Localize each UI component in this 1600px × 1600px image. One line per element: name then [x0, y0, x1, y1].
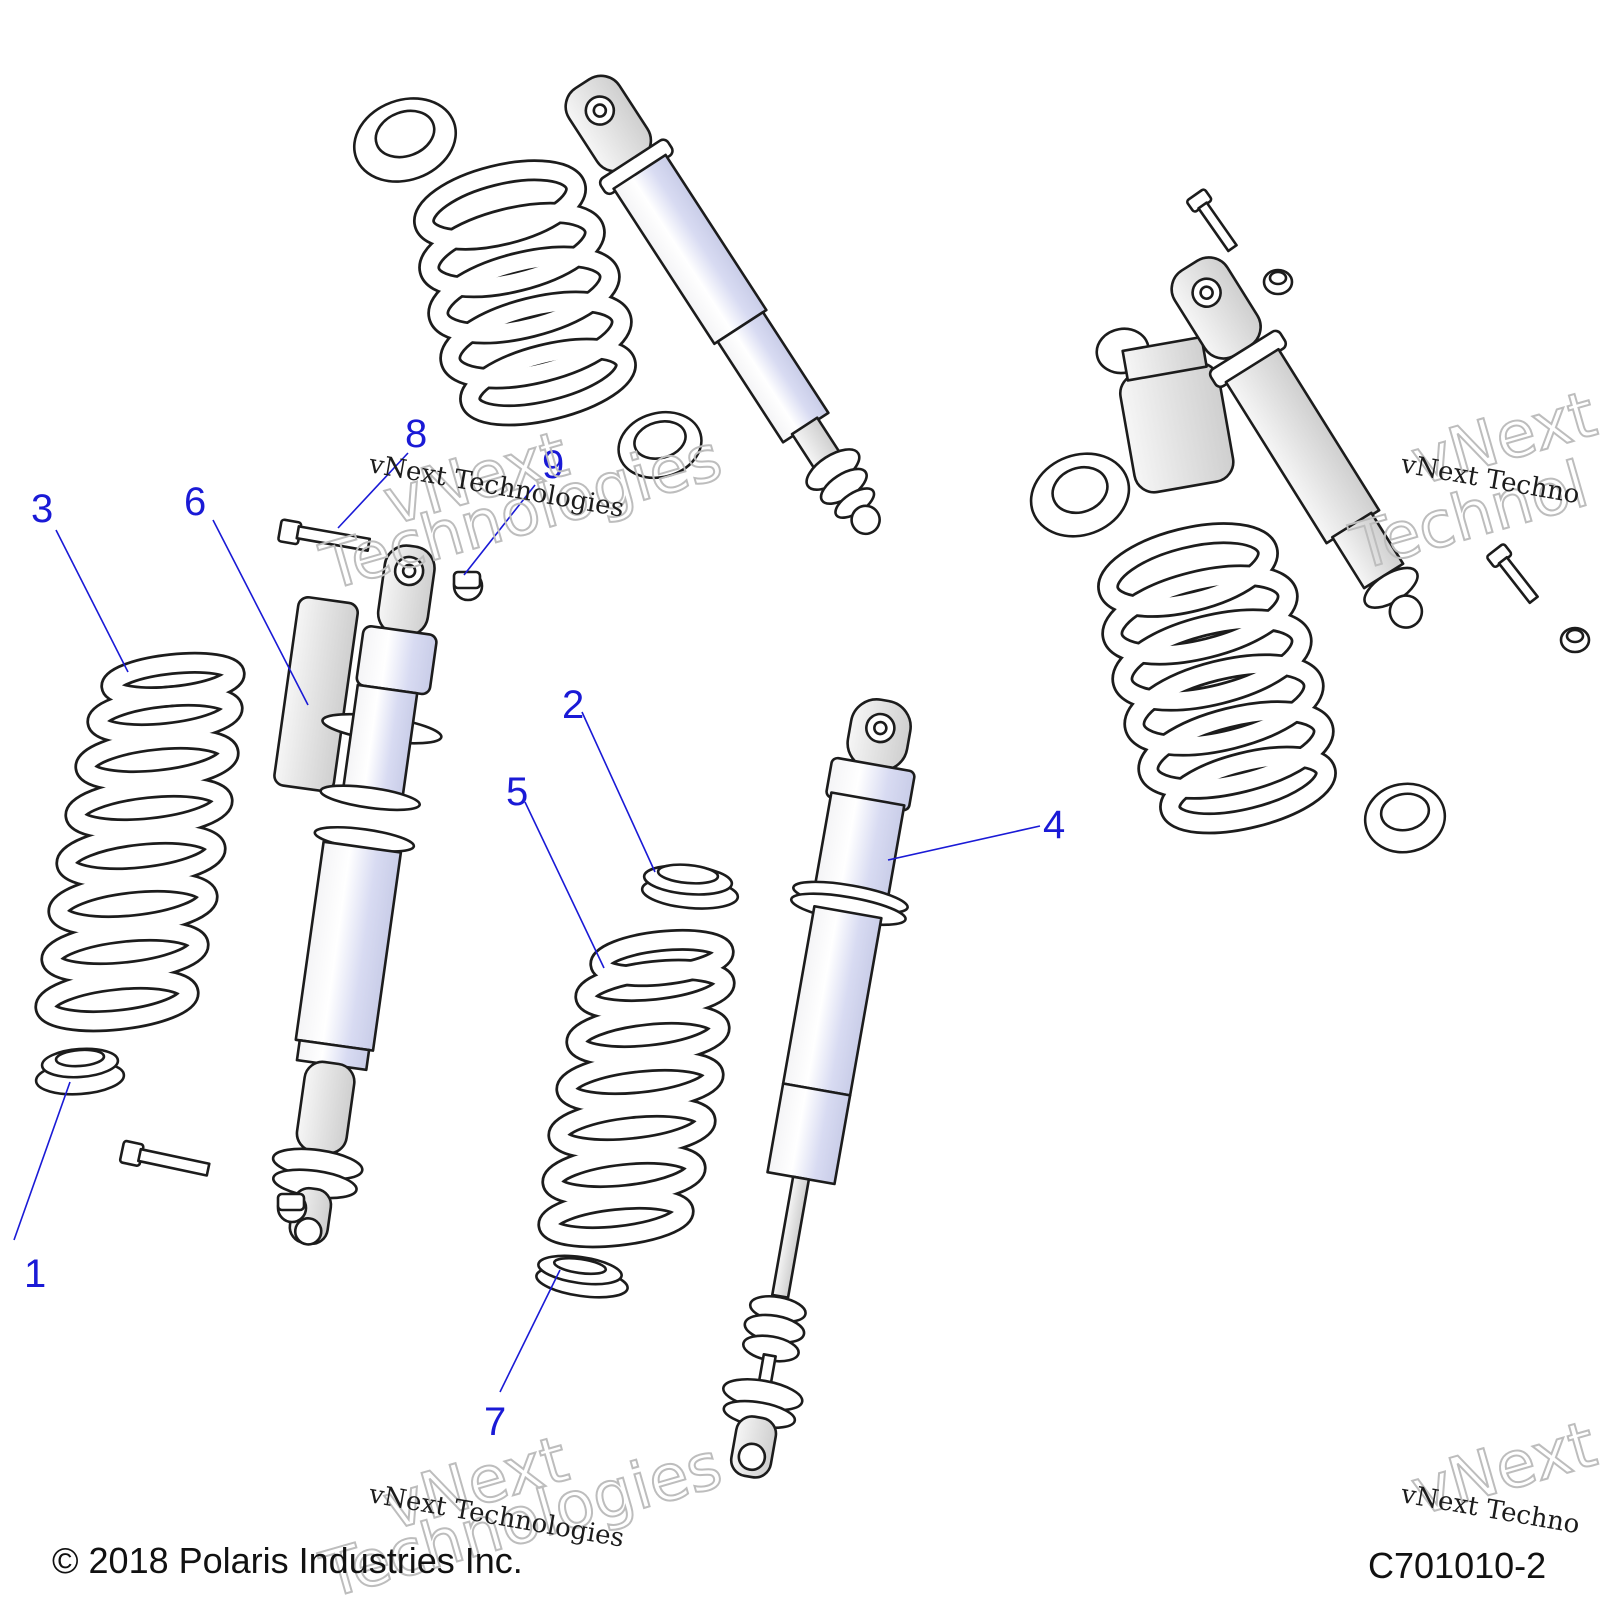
leader-item-2 [581, 711, 656, 873]
reference-assembly-top [352, 74, 881, 536]
coil-spring-top-ref [412, 159, 637, 427]
split-collar-top-ref [617, 410, 703, 480]
coil-spring-item-5 [537, 928, 736, 1249]
leader-item-9 [463, 484, 536, 576]
leader-item-7 [499, 1269, 561, 1393]
callout-item-8: 8 [405, 412, 427, 456]
callout-item-9: 9 [542, 443, 564, 487]
watermark-center: vNext Technologies vNext Technologies [312, 417, 731, 607]
shock-absorber-top-ref [564, 74, 881, 536]
spring-seat-item-1 [34, 1047, 126, 1096]
leader-item-8 [337, 452, 409, 529]
leader-lines [13, 452, 1041, 1393]
shock-absorber-item-4 [722, 698, 916, 1479]
watermark-right: vNext Technol vNext Techno [1342, 377, 1600, 587]
callout-item-2: 2 [562, 683, 584, 727]
callout-item-6: 6 [184, 480, 206, 524]
leader-item-4 [887, 825, 1041, 861]
shock-absorber-right-ref [1170, 256, 1424, 629]
reference-assembly-right [1029, 188, 1591, 854]
nut-item-9 [452, 570, 484, 602]
leader-item-5 [524, 801, 605, 969]
coil-spring-item-3 [34, 651, 246, 1033]
callout-labels: 1 2 3 4 5 6 7 8 9 [24, 412, 1065, 1444]
spring-retainer-ring-top-ref [352, 97, 458, 183]
middle-assembly [535, 698, 916, 1479]
split-collar-right-ref [1363, 782, 1447, 854]
spring-collar-item-2 [640, 863, 740, 910]
left-assembly [34, 518, 484, 1246]
callout-item-1: 1 [24, 1252, 46, 1296]
leader-item-6 [212, 519, 309, 706]
leader-item-3 [55, 529, 129, 673]
bolt-item-8 [277, 518, 372, 552]
spring-seat-item-7 [535, 1254, 629, 1299]
bolt-right-ref-top [1186, 188, 1238, 253]
reservoir-right-ref [1095, 327, 1235, 494]
copyright-notice: © 2018 Polaris Industries Inc. [52, 1540, 523, 1581]
shock-absorber-item-6 [271, 544, 443, 1246]
callout-item-7: 7 [484, 1400, 506, 1444]
spring-retainer-ring-right-ref [1029, 452, 1131, 538]
callout-item-5: 5 [506, 770, 528, 814]
diagram-code: C701010-2 [1368, 1545, 1546, 1586]
bolt-right-ref-lower [1486, 543, 1539, 605]
nut-right-ref-top [1262, 268, 1294, 296]
nut-lower-left [276, 1192, 308, 1224]
watermark-bottom-right: vNext vNext Techno [1398, 1407, 1600, 1541]
bolt-lower-left [118, 1139, 211, 1177]
callout-item-3: 3 [31, 487, 53, 531]
leader-item-1 [13, 1081, 71, 1241]
callout-item-4: 4 [1043, 803, 1065, 847]
nut-right-ref-lower [1559, 626, 1591, 654]
coil-spring-right-ref [1097, 522, 1337, 835]
